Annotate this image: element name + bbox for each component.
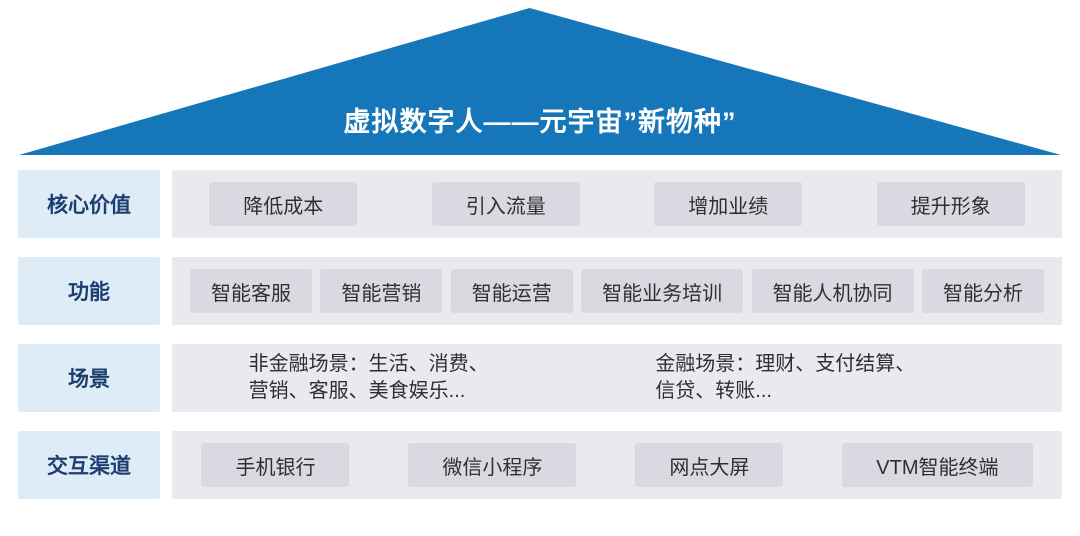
chip-mobile-banking: 手机银行 (201, 443, 350, 487)
row-label-core-value: 核心价值 (18, 170, 160, 238)
chip-smart-business-training: 智能业务培训 (581, 269, 744, 313)
scene-financial: 金融场景：理财、支付结算、 信贷、转账... (655, 353, 916, 402)
chip-smart-customer-service: 智能客服 (190, 269, 312, 313)
row-core-value: 核心价值 降低成本 引入流量 增加业绩 提升形象 (18, 170, 1062, 238)
chip-bring-traffic: 引入流量 (431, 182, 580, 226)
chip-wechat-mini-program: 微信小程序 (408, 443, 577, 487)
chip-smart-operations: 智能运营 (450, 269, 573, 313)
chip-branch-big-screen: 网点大屏 (635, 443, 784, 487)
row-label-channels: 交互渠道 (18, 431, 160, 499)
row-channels: 交互渠道 手机银行 微信小程序 网点大屏 VTM智能终端 (18, 431, 1062, 499)
row-label-functions: 功能 (18, 257, 160, 325)
chip-smart-human-machine: 智能人机协同 (751, 269, 914, 313)
chip-increase-performance: 增加业绩 (654, 182, 803, 226)
row-body-scenes: 非金融场景：生活、消费、 营销、客服、美食娱乐... 金融场景：理财、支付结算、… (172, 344, 1062, 412)
rows-container: 核心价值 降低成本 引入流量 增加业绩 提升形象 功能 智能客服 智能营销 智能… (18, 170, 1062, 518)
roof-banner: 虚拟数字人——元宇宙”新物种” (19, 8, 1061, 155)
row-label-scenes: 场景 (18, 344, 160, 412)
chip-smart-marketing: 智能营销 (320, 269, 443, 313)
row-body-channels: 手机银行 微信小程序 网点大屏 VTM智能终端 (172, 431, 1062, 499)
diagram-title: 虚拟数字人——元宇宙”新物种” (343, 107, 737, 137)
row-body-core-value: 降低成本 引入流量 增加业绩 提升形象 (172, 170, 1062, 238)
scene-non-financial: 非金融场景：生活、消费、 营销、客服、美食娱乐... (248, 353, 489, 402)
chip-reduce-cost: 降低成本 (209, 182, 358, 226)
row-functions: 功能 智能客服 智能营销 智能运营 智能业务培训 智能人机协同 智能分析 (18, 257, 1062, 325)
chip-improve-image: 提升形象 (876, 182, 1025, 226)
chip-smart-analysis: 智能分析 (921, 269, 1044, 313)
row-body-functions: 智能客服 智能营销 智能运营 智能业务培训 智能人机协同 智能分析 (172, 257, 1062, 325)
row-scenes: 场景 非金融场景：生活、消费、 营销、客服、美食娱乐... 金融场景：理财、支付… (18, 344, 1062, 412)
chip-vtm-smart-terminal: VTM智能终端 (842, 443, 1033, 487)
